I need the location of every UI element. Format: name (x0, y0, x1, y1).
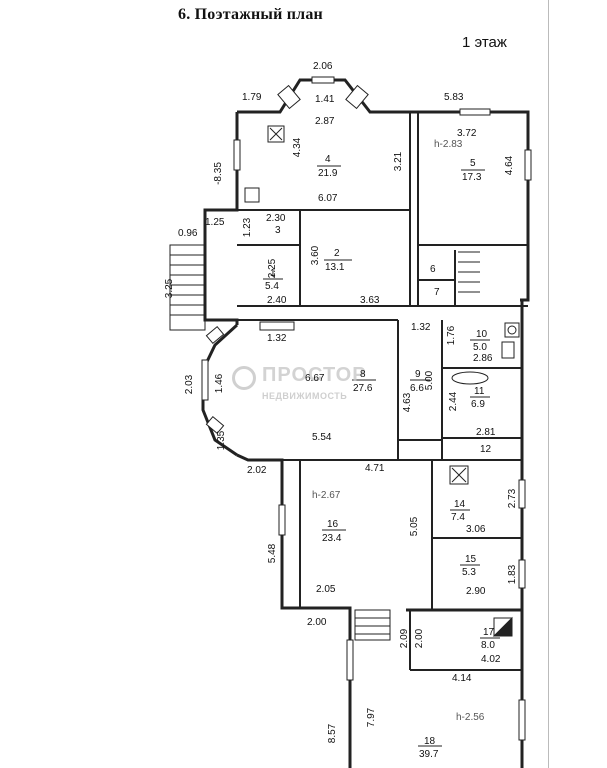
dimension-label: 2.81 (476, 427, 496, 438)
room-10-number: 10 (476, 329, 488, 340)
room-15-number: 15 (465, 554, 477, 565)
room-14-number: 14 (454, 499, 466, 510)
height-label: h-2.83 (434, 139, 463, 150)
height-label: h-2.56 (456, 712, 485, 723)
dimension-label: 1.41 (315, 94, 335, 105)
dimension-label: 4.34 (292, 137, 304, 158)
room-fraction-lines (263, 165, 500, 747)
room-11-number: 11 (474, 386, 485, 397)
height-label: h-2.67 (312, 490, 341, 501)
dimension-label: 4.02 (481, 654, 501, 665)
watermark-logo-icon (232, 366, 256, 390)
page-title: 6. Поэтажный план (178, 6, 323, 23)
dimension-label: 5.05 (409, 516, 421, 537)
room-3-number: 3 (275, 225, 281, 236)
room-2-number: 2 (334, 248, 340, 259)
dimension-label: 3.06 (466, 524, 486, 535)
page-edge-line (548, 0, 549, 768)
dimension-label: 2.90 (466, 586, 486, 597)
dimension-label: 1.32 (411, 322, 431, 333)
room-16-number: 16 (327, 519, 339, 530)
room-7-number: 7 (434, 287, 440, 298)
dimension-label: 2.00 (307, 617, 327, 628)
dimension-label: 1.32 (267, 333, 287, 344)
dimension-label: 7.97 (366, 707, 378, 728)
dimension-label: 2.25 (267, 258, 279, 279)
room-17-area: 8.0 (481, 640, 495, 651)
room-4-number: 4 (325, 154, 331, 165)
room-1-area: 5.4 (265, 281, 279, 292)
watermark-name: ПРОСТОР (262, 364, 367, 386)
dimension-label: 3.25 (164, 278, 176, 299)
dimension-label: 5.00 (424, 370, 436, 391)
room-18-area: 39.7 (419, 749, 439, 760)
dimension-label: 1.83 (507, 564, 519, 585)
room-16-area: 23.4 (322, 533, 342, 544)
dimension-label: 5.48 (267, 543, 279, 564)
dimension-label: 2.44 (448, 391, 460, 412)
dimension-label: 6.67 (305, 373, 325, 384)
room-9-area: 6.6 (410, 383, 424, 394)
dimension-label: 0.96 (178, 228, 198, 239)
windows (201, 76, 532, 741)
room-4-area: 21.9 (318, 168, 338, 179)
room-10-area: 5.0 (473, 342, 487, 353)
dimension-label: 2.09 (399, 628, 411, 649)
dimension-label: 2.00 (414, 628, 426, 649)
room-18-number: 18 (424, 736, 436, 747)
room-11-area: 6.9 (471, 399, 485, 410)
dimension-label: 3.63 (360, 295, 380, 306)
dimension-label: 2.03 (184, 374, 196, 395)
dimension-label: 2.06 (313, 61, 333, 72)
room-9-number: 9 (415, 369, 421, 380)
dimension-label: 1.23 (242, 217, 254, 238)
floor-label: 1 этаж (462, 34, 507, 51)
room-2-area: 13.1 (325, 262, 345, 273)
room-12-number: 12 (480, 444, 492, 455)
exterior-walls (201, 78, 530, 768)
room-5-number: 5 (470, 158, 476, 169)
dimension-label: 2.40 (267, 295, 287, 306)
dimension-label: 1.46 (214, 373, 226, 394)
room-1-number: 1 (270, 268, 276, 279)
dimension-label: 2.02 (247, 465, 267, 476)
interior-walls (237, 112, 528, 671)
room-6-number: 6 (430, 264, 436, 275)
dimension-label: 1.35 (216, 430, 228, 451)
room-17-number: 17 (483, 627, 495, 638)
fixtures (169, 125, 520, 641)
dimension-label: 2.05 (316, 584, 336, 595)
dimension-label: 1.76 (446, 325, 458, 346)
dimension-label: 2.87 (315, 116, 335, 127)
dimension-label: 3.60 (310, 245, 322, 266)
dimension-label: 2.86 (473, 353, 493, 364)
room-15-area: 5.3 (462, 567, 476, 578)
dimension-label: 3.72 (457, 128, 477, 139)
dimension-label: 2.73 (507, 488, 519, 509)
room-5-area: 17.3 (462, 172, 482, 183)
room-14-area: 7.4 (451, 512, 465, 523)
dimension-label: 6.07 (318, 193, 338, 204)
dimension-label: 1.25 (205, 217, 225, 228)
dimension-label: 4.14 (452, 673, 472, 684)
dimension-label: 2.30 (266, 213, 286, 224)
dimension-label: 3.21 (393, 151, 405, 172)
watermark-sub: НЕДВИЖИМОСТЬ (262, 391, 348, 401)
dimension-label: -8.35 (212, 162, 224, 185)
room-8-number: 8 (360, 369, 366, 380)
dimension-label: 4.71 (365, 463, 385, 474)
dimension-label: 4.63 (402, 392, 414, 413)
dimension-label: 8.57 (327, 723, 339, 744)
dimension-label: 5.83 (444, 92, 464, 103)
dimension-label: 5.54 (312, 432, 332, 443)
dimension-label: 4.64 (504, 155, 516, 176)
dimension-label: 1.79 (242, 92, 262, 103)
room-8-area: 27.6 (353, 383, 373, 394)
